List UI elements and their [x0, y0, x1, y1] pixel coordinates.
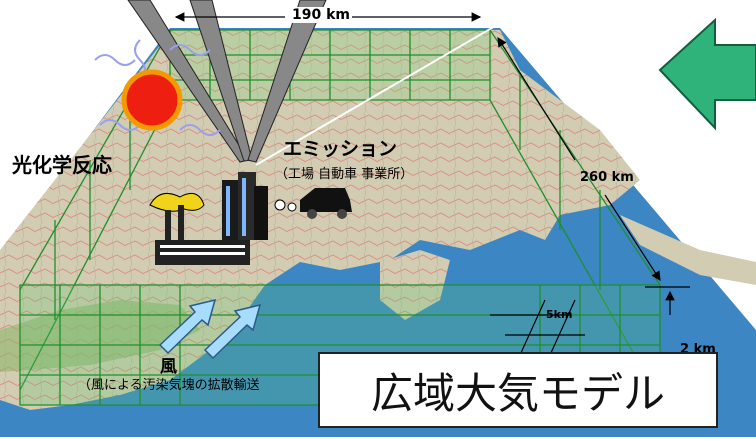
photochem-label: 光化学反応	[12, 153, 112, 177]
model-title: 広域大気モデル	[318, 352, 718, 428]
wind-label: 風	[160, 357, 177, 377]
light-beams	[127, 0, 541, 166]
distant-coast	[620, 215, 756, 285]
wind-sub-label: （風による汚染気塊の拡散輸送	[78, 378, 260, 393]
width-label: 190 km	[290, 7, 352, 23]
factory-icon	[149, 192, 250, 265]
emission-sub-label: （工場 自動車 事業所）	[275, 167, 414, 182]
grid-size-label: 5km	[546, 308, 573, 321]
sun-icon	[94, 39, 221, 136]
depth-label: 260 km	[580, 170, 634, 185]
emission-label: エミッション	[283, 138, 398, 160]
car-icon	[274, 188, 352, 219]
buildings-icon	[222, 172, 268, 240]
dimension-lines	[174, 12, 690, 404]
green-arrow-icon	[658, 17, 756, 131]
wind-arrow-icon	[158, 298, 262, 360]
